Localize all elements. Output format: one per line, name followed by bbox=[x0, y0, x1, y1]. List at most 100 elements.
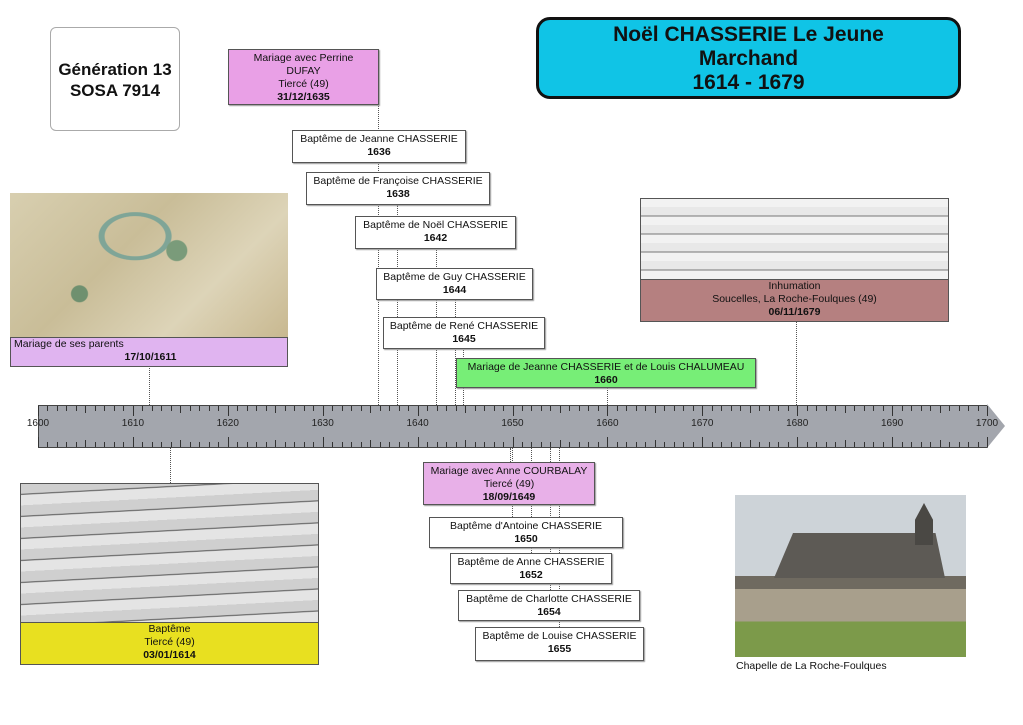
axis-tick bbox=[654, 406, 656, 413]
axis-tick bbox=[436, 442, 438, 447]
connector bbox=[397, 205, 398, 405]
burial-label[interactable]: Inhumation Soucelles, La Roche-Foulques … bbox=[640, 279, 949, 322]
axis-tick bbox=[313, 442, 315, 447]
axis-tick bbox=[208, 406, 210, 411]
event-date: 1650 bbox=[514, 533, 538, 545]
axis-tick bbox=[47, 442, 49, 447]
axis-tick bbox=[465, 406, 467, 413]
axis-tick-label: 1600 bbox=[26, 418, 50, 429]
axis-tick bbox=[284, 406, 286, 411]
axis-tick bbox=[892, 437, 894, 447]
axis-tick bbox=[721, 406, 723, 411]
event-date: 1655 bbox=[547, 643, 572, 655]
axis-tick bbox=[911, 442, 913, 447]
axis-tick bbox=[38, 406, 39, 416]
axis-tick bbox=[189, 442, 191, 447]
event-baptism-jeanne[interactable]: Baptême de Jeanne CHASSERIE 1636 bbox=[292, 130, 466, 163]
axis-tick bbox=[360, 406, 362, 411]
event-date: 1660 bbox=[594, 374, 618, 386]
axis-tick bbox=[673, 442, 675, 447]
axis-tick bbox=[844, 440, 846, 447]
axis-tick bbox=[398, 406, 400, 411]
axis-tick bbox=[474, 406, 476, 411]
axis-tick bbox=[218, 406, 220, 411]
axis-tick bbox=[740, 406, 742, 411]
axis-tick bbox=[389, 442, 391, 447]
event-date: 1654 bbox=[537, 606, 561, 618]
axis-tick bbox=[882, 442, 884, 447]
axis-tick bbox=[987, 437, 988, 447]
event-marriage-perrine[interactable]: Mariage avec Perrine DUFAY Tiercé (49) 3… bbox=[228, 49, 379, 105]
axis-tick bbox=[199, 406, 201, 411]
axis-tick bbox=[151, 406, 153, 411]
event-baptism-anne[interactable]: Baptême de Anne CHASSERIE 1652 bbox=[450, 553, 612, 584]
event-baptism-rene[interactable]: Baptême de René CHASSERIE 1645 bbox=[383, 317, 545, 349]
axis-tick bbox=[730, 442, 732, 447]
axis-tick bbox=[683, 442, 685, 447]
axis-tick bbox=[569, 406, 571, 411]
axis-tick bbox=[920, 406, 922, 411]
axis-tick bbox=[930, 406, 932, 411]
birth-label[interactable]: Baptême Tiercé (49) 03/01/1614 bbox=[20, 622, 319, 665]
axis-tick bbox=[56, 406, 58, 411]
axis-tick bbox=[977, 406, 979, 411]
event-baptism-noel[interactable]: Baptême de Noël CHASSERIE 1642 bbox=[355, 216, 516, 249]
axis-tick bbox=[882, 406, 884, 411]
axis-tick bbox=[578, 406, 580, 411]
axis-tick bbox=[94, 406, 96, 411]
axis-tick-label: 1620 bbox=[216, 418, 239, 429]
axis-tick bbox=[493, 442, 495, 447]
axis-tick bbox=[332, 442, 334, 447]
axis-tick bbox=[740, 442, 742, 447]
event-baptism-charlotte[interactable]: Baptême de Charlotte CHASSERIE 1654 bbox=[458, 590, 640, 621]
axis-tick bbox=[379, 406, 381, 411]
axis-tick bbox=[332, 406, 334, 411]
event-baptism-louise[interactable]: Baptême de Louise CHASSERIE 1655 bbox=[475, 627, 644, 661]
axis-tick bbox=[417, 406, 419, 416]
axis-tick bbox=[379, 442, 381, 447]
axis-tick bbox=[132, 406, 134, 416]
axis-tick bbox=[180, 406, 182, 413]
axis-tick bbox=[559, 440, 561, 447]
axis-tick bbox=[844, 406, 846, 413]
event-marriage-anne[interactable]: Mariage avec Anne COURBALAY Tiercé (49) … bbox=[423, 462, 595, 505]
axis-tick bbox=[635, 406, 637, 411]
axis-tick bbox=[854, 406, 856, 411]
axis-tick bbox=[521, 406, 523, 411]
axis-tick-label: 1700 bbox=[975, 418, 999, 429]
axis-tick bbox=[85, 440, 87, 447]
axis-tick bbox=[427, 442, 429, 447]
axis-tick bbox=[446, 442, 448, 447]
axis-tick bbox=[38, 437, 39, 447]
parents-marriage-label[interactable]: Mariage de ses parents 17/10/1611 bbox=[10, 337, 288, 367]
event-title: Inhumation bbox=[768, 280, 821, 292]
person-occupation: Marchand bbox=[698, 47, 799, 70]
event-baptism-antoine[interactable]: Baptême d'Antoine CHASSERIE 1650 bbox=[429, 517, 623, 548]
connector bbox=[796, 321, 797, 405]
event-marriage-jeanne-chalumeau[interactable]: Mariage de Jeanne CHASSERIE et de Louis … bbox=[456, 358, 756, 388]
event-baptism-francoise[interactable]: Baptême de Françoise CHASSERIE 1638 bbox=[306, 172, 490, 205]
event-date: 1638 bbox=[386, 188, 410, 200]
event-place: Tiercé (49) bbox=[483, 478, 535, 490]
axis-tick bbox=[616, 442, 618, 447]
event-date: 06/11/1679 bbox=[768, 306, 821, 318]
axis-tick bbox=[873, 406, 875, 411]
burial-record-image bbox=[640, 198, 949, 280]
axis-tick bbox=[863, 406, 865, 411]
connector bbox=[607, 387, 608, 405]
axis-tick bbox=[408, 442, 410, 447]
axis-tick bbox=[616, 406, 618, 411]
axis-tick bbox=[768, 442, 770, 447]
axis-tick bbox=[797, 406, 799, 416]
axis-tick bbox=[873, 442, 875, 447]
chapel-caption: Chapelle de La Roche-Foulques bbox=[736, 660, 887, 672]
event-date: 1645 bbox=[452, 333, 476, 345]
axis-tick bbox=[170, 406, 172, 411]
event-baptism-guy[interactable]: Baptême de Guy CHASSERIE 1644 bbox=[376, 268, 533, 300]
axis-tick bbox=[66, 442, 68, 447]
axis-tick bbox=[75, 406, 77, 411]
event-date: 1636 bbox=[367, 146, 391, 158]
axis-tick bbox=[730, 406, 732, 411]
axis-tick bbox=[455, 442, 457, 447]
axis-tick bbox=[835, 406, 837, 411]
